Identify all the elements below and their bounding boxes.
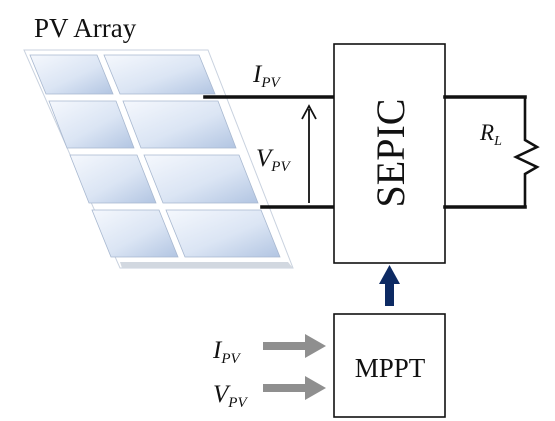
mppt-controller-block (333, 313, 446, 418)
load-resistor-icon (512, 97, 540, 207)
sepic-label: SEPIC (368, 99, 413, 208)
voltage-label-top: VPV (256, 145, 291, 175)
control-signal-arrow (379, 265, 400, 306)
voltage-input-arrow (263, 376, 326, 400)
current-input-arrow (263, 334, 326, 358)
current-label-top: IPV (252, 61, 281, 91)
current-label-mppt: IPV (212, 337, 241, 367)
pv-array-label: PV Array (34, 13, 137, 43)
sepic-converter-block (333, 43, 446, 264)
mppt-label: MPPT (355, 353, 426, 383)
voltage-arrow (301, 104, 317, 203)
voltage-label-mppt: VPV (213, 381, 248, 411)
load-label: RL (479, 120, 502, 149)
pv-panel-icon (23, 49, 294, 269)
